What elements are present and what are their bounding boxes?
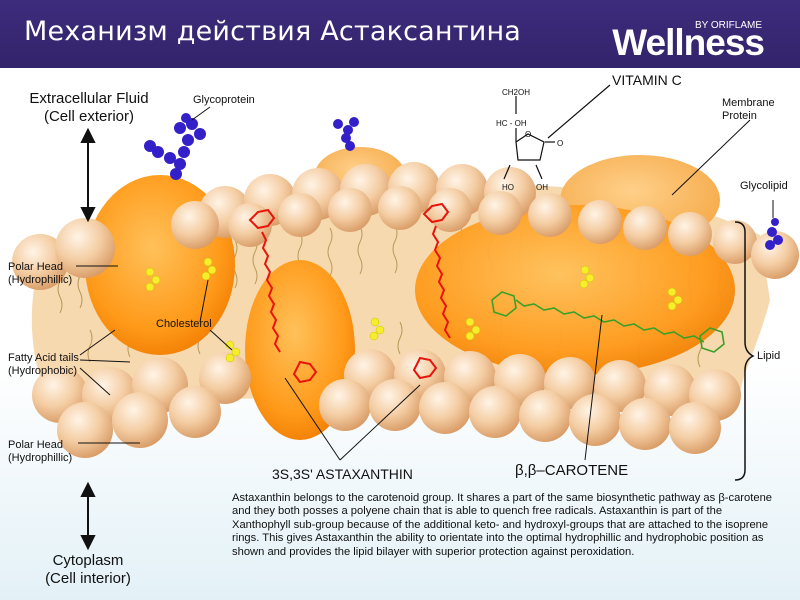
label-astaxanthin: 3S,3S' ASTAXANTHIN (272, 466, 413, 482)
vitamin-c-pointer (548, 85, 610, 138)
label-glycoprotein: Glycoprotein (193, 94, 255, 107)
label-glycolipid: Glycolipid (740, 180, 788, 193)
vc-ho: HO (502, 181, 514, 194)
label-cytoplasm: Cytoplasm (Cell interior) (22, 552, 154, 588)
label-extracellular: Extracellular Fluid (Cell exterior) (18, 90, 160, 126)
vc-o-keto: O (557, 137, 563, 150)
label-membrane-protein: Membrane Protein (722, 97, 775, 123)
glycoprotein-top (333, 117, 359, 151)
vc-o-ring: O (525, 128, 531, 141)
caption-text: Astaxanthin belongs to the carotenoid gr… (232, 492, 780, 559)
label-fatty-acid: Fatty Acid tails (Hydrophobic) (8, 352, 79, 378)
brand-logo: Wellness (612, 22, 764, 64)
label-carotene: β,β–CAROTENE (515, 462, 628, 479)
vc-hcoh: HC - OH (496, 117, 527, 130)
label-polar-head-bottom: Polar Head (Hydrophillic) (8, 439, 72, 465)
page-title: Механизм действия Астаксантина (24, 16, 521, 47)
label-lipid: Lipid (757, 350, 780, 363)
label-vitamin-c: VITAMIN C (612, 74, 682, 87)
label-cholesterol: Cholesterol (156, 318, 212, 331)
vc-oh: OH (536, 181, 548, 194)
header-bar: Механизм действия Астаксантина BY ORIFLA… (0, 0, 800, 68)
label-polar-head-top: Polar Head (Hydrophillic) (8, 261, 72, 287)
vc-ch2oh: CH2OH (502, 86, 530, 99)
